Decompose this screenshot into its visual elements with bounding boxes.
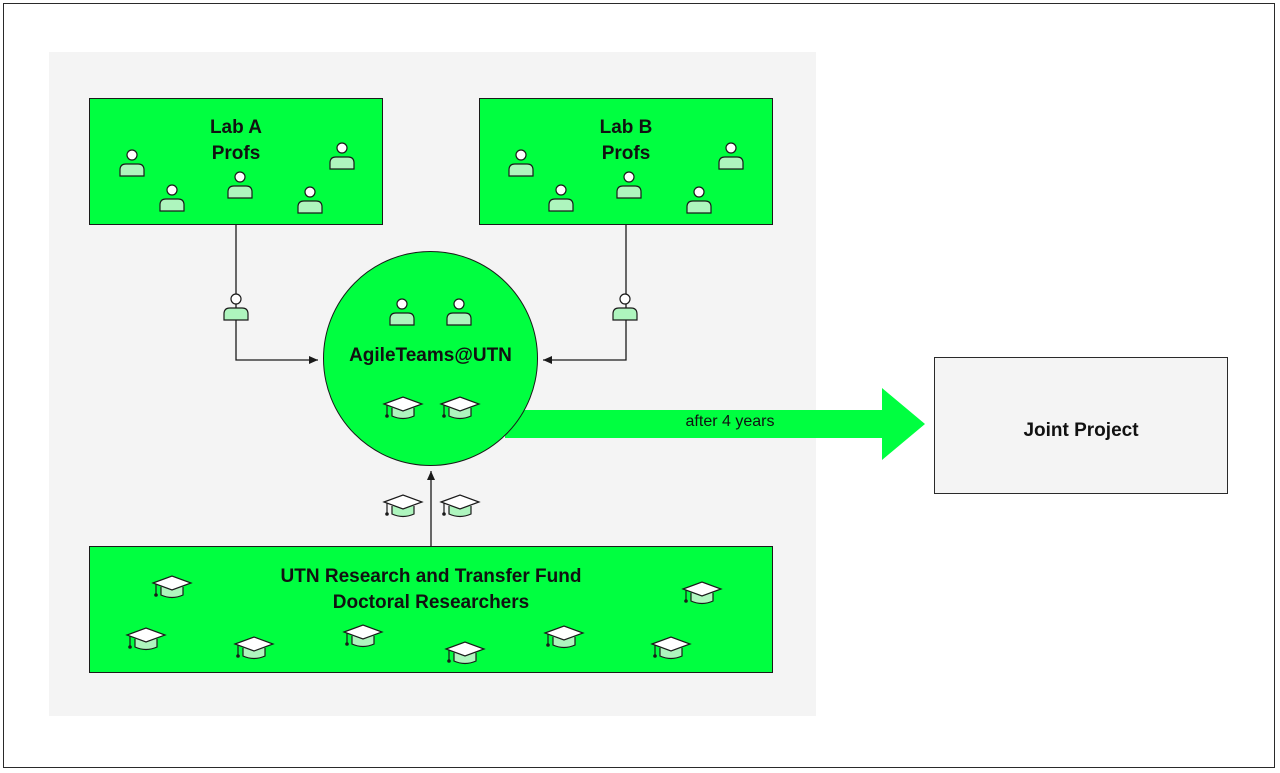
lab-a-title-line1: Lab A <box>209 117 263 138</box>
person-icon <box>718 142 744 170</box>
person-icon <box>612 293 638 321</box>
person-icon <box>548 184 574 212</box>
lab-b-connector <box>543 225 627 364</box>
person-icon <box>446 298 472 326</box>
graduation-cap-icon <box>681 581 723 605</box>
transition-arrow <box>505 388 925 460</box>
lab-b-title-line1: Lab B <box>599 117 653 138</box>
lab-a-connector <box>235 225 318 364</box>
graduation-cap-icon <box>125 627 167 651</box>
person-icon <box>616 171 642 199</box>
fund-title-line2: Doctoral Researchers <box>332 592 530 613</box>
person-icon <box>159 184 185 212</box>
graduation-cap-icon <box>151 575 193 599</box>
person-icon <box>389 298 415 326</box>
graduation-cap-icon <box>233 636 275 660</box>
joint-project-box: Joint Project <box>934 357 1228 494</box>
transition-label: after 4 years <box>685 413 775 430</box>
agile-teams-circle <box>323 251 538 466</box>
person-icon <box>223 293 249 321</box>
graduation-cap-icon <box>382 396 424 420</box>
graduation-cap-icon <box>439 494 481 518</box>
lab-b-title: Lab B Profs <box>480 115 772 167</box>
joint-project-label: Joint Project <box>1023 420 1139 441</box>
fund-box: UTN Research and Transfer Fund Doctoral … <box>89 546 773 673</box>
fund-title-line1: UTN Research and Transfer Fund <box>280 566 582 587</box>
graduation-cap-icon <box>543 625 585 649</box>
lab-b-title-line2: Profs <box>601 143 651 164</box>
graduation-cap-icon <box>382 494 424 518</box>
person-icon <box>686 186 712 214</box>
graduation-cap-icon <box>650 636 692 660</box>
graduation-cap-icon <box>342 624 384 648</box>
person-icon <box>297 186 323 214</box>
lab-a-title-line2: Profs <box>211 143 261 164</box>
graduation-cap-icon <box>444 641 486 665</box>
lab-a-title: Lab A Profs <box>90 115 382 167</box>
person-icon <box>119 149 145 177</box>
person-icon <box>329 142 355 170</box>
fund-title: UTN Research and Transfer Fund Doctoral … <box>90 564 772 616</box>
person-icon <box>508 149 534 177</box>
person-icon <box>227 171 253 199</box>
agile-teams-label: AgileTeams@UTN <box>349 345 512 366</box>
graduation-cap-icon <box>439 396 481 420</box>
